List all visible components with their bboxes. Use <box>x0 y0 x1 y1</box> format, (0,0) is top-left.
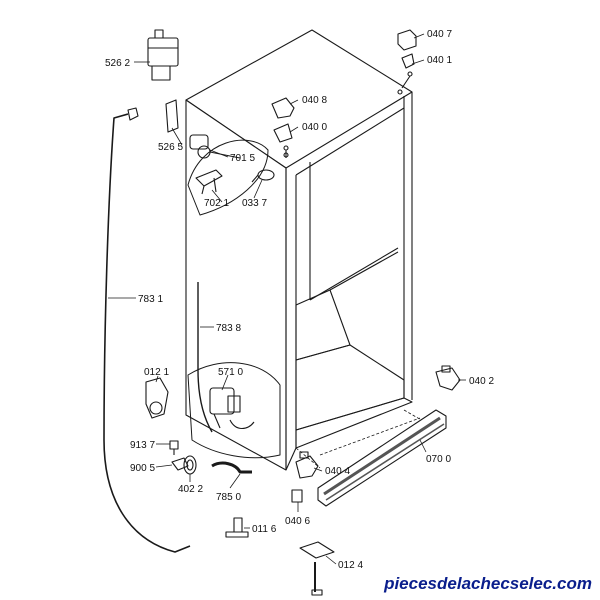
part-5265-illustration <box>165 99 179 133</box>
label-0124: 012 4 <box>338 560 363 571</box>
watermark-text: piecesdelachecselec.com <box>383 574 592 593</box>
part-7015-illustration <box>189 134 241 159</box>
leader-lines <box>108 33 466 565</box>
part-labels: 526 2 040 7 040 1 040 8 040 0 526 5 701 … <box>105 29 494 571</box>
part-0700-kickplate <box>317 409 447 507</box>
label-0121: 012 1 <box>144 367 169 378</box>
detail-callout-lower <box>187 362 281 459</box>
label-5710: 571 0 <box>218 367 243 378</box>
label-0408: 040 8 <box>302 95 327 106</box>
label-0404: 040 4 <box>325 466 350 477</box>
label-0402: 040 2 <box>469 376 494 387</box>
label-7021: 702 1 <box>204 198 229 209</box>
cabinet-body <box>185 29 431 471</box>
label-0406: 040 6 <box>285 516 310 527</box>
part-0408-illustration <box>271 97 295 158</box>
label-7015: 701 5 <box>230 153 255 164</box>
part-0121-illustration <box>145 377 169 419</box>
part-4022-illustration <box>183 455 197 475</box>
label-7831: 783 1 <box>138 294 163 305</box>
part-9137-illustration <box>169 440 179 455</box>
part-0407-illustration <box>397 29 417 89</box>
part-0116-illustration <box>225 517 249 538</box>
part-5710-illustration <box>209 387 255 430</box>
part-0337-illustration <box>251 169 275 183</box>
part-0124-illustration <box>299 541 335 596</box>
part-7838-capillary <box>197 282 213 433</box>
label-5265: 526 5 <box>158 142 183 153</box>
label-0700: 070 0 <box>426 454 451 465</box>
label-0400: 040 0 <box>302 122 327 133</box>
label-9005: 900 5 <box>130 463 155 474</box>
detail-callout-upper <box>187 139 269 216</box>
label-7838: 783 8 <box>216 323 241 334</box>
part-7850-hose <box>211 461 252 474</box>
part-7021-illustration <box>195 169 223 195</box>
part-7831-tube <box>103 113 191 553</box>
part-0404-illustration <box>295 451 319 479</box>
part-0406-illustration <box>291 489 303 503</box>
label-0337: 033 7 <box>242 198 267 209</box>
label-4022: 402 2 <box>178 484 203 495</box>
label-0116: 011 6 <box>252 524 277 535</box>
label-5262: 526 2 <box>105 58 130 69</box>
label-0407: 040 7 <box>427 29 452 40</box>
part-0402-illustration <box>435 365 461 391</box>
label-0401: 040 1 <box>427 55 452 66</box>
label-7850: 785 0 <box>216 492 241 503</box>
part-9005-illustration <box>171 457 189 471</box>
part-5262-illustration <box>147 29 179 81</box>
label-9137: 913 7 <box>130 440 155 451</box>
